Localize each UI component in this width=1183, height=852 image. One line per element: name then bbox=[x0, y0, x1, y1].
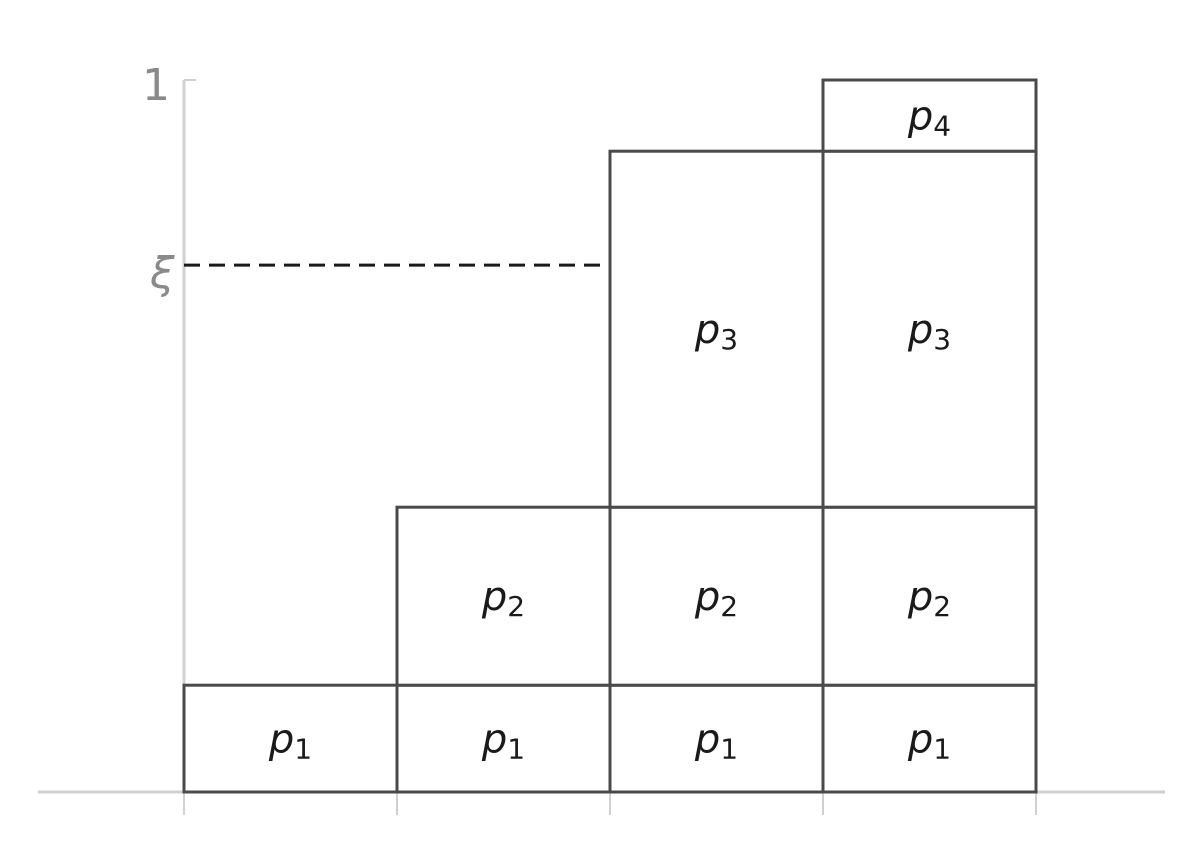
block-label-p1: p1 bbox=[907, 717, 951, 766]
block-label-p2: p2 bbox=[694, 574, 738, 623]
block-p1 bbox=[182, 683, 399, 794]
block-p2 bbox=[395, 505, 612, 687]
block-label-p1: p1 bbox=[694, 717, 738, 766]
block-p3 bbox=[608, 149, 825, 509]
probability-blocks: p1 p1 p2 p1 p2 p3 p1 p2 p3 p4 bbox=[182, 78, 1038, 794]
column-4: p1 p2 p3 p4 bbox=[821, 78, 1038, 794]
block-label-p2: p2 bbox=[481, 574, 525, 623]
block-label-p3: p3 bbox=[694, 307, 738, 356]
block-label-p2: p2 bbox=[907, 574, 951, 623]
block-label-p1: p1 bbox=[268, 717, 312, 766]
block-label-p4: p4 bbox=[907, 94, 951, 143]
block-p1 bbox=[395, 683, 612, 794]
column-2: p1 p2 bbox=[395, 505, 612, 794]
block-p3 bbox=[821, 149, 1038, 509]
column-1: p1 bbox=[182, 683, 399, 794]
block-p1 bbox=[821, 683, 1038, 794]
block-label-p3: p3 bbox=[907, 307, 951, 356]
y-axis-top-label: 1 bbox=[142, 60, 170, 111]
block-label-p1: p1 bbox=[481, 717, 525, 766]
xi-label: ξ bbox=[149, 248, 175, 299]
column-3: p1 p2 p3 bbox=[608, 149, 825, 794]
block-p2 bbox=[821, 505, 1038, 687]
block-p4 bbox=[821, 78, 1038, 153]
